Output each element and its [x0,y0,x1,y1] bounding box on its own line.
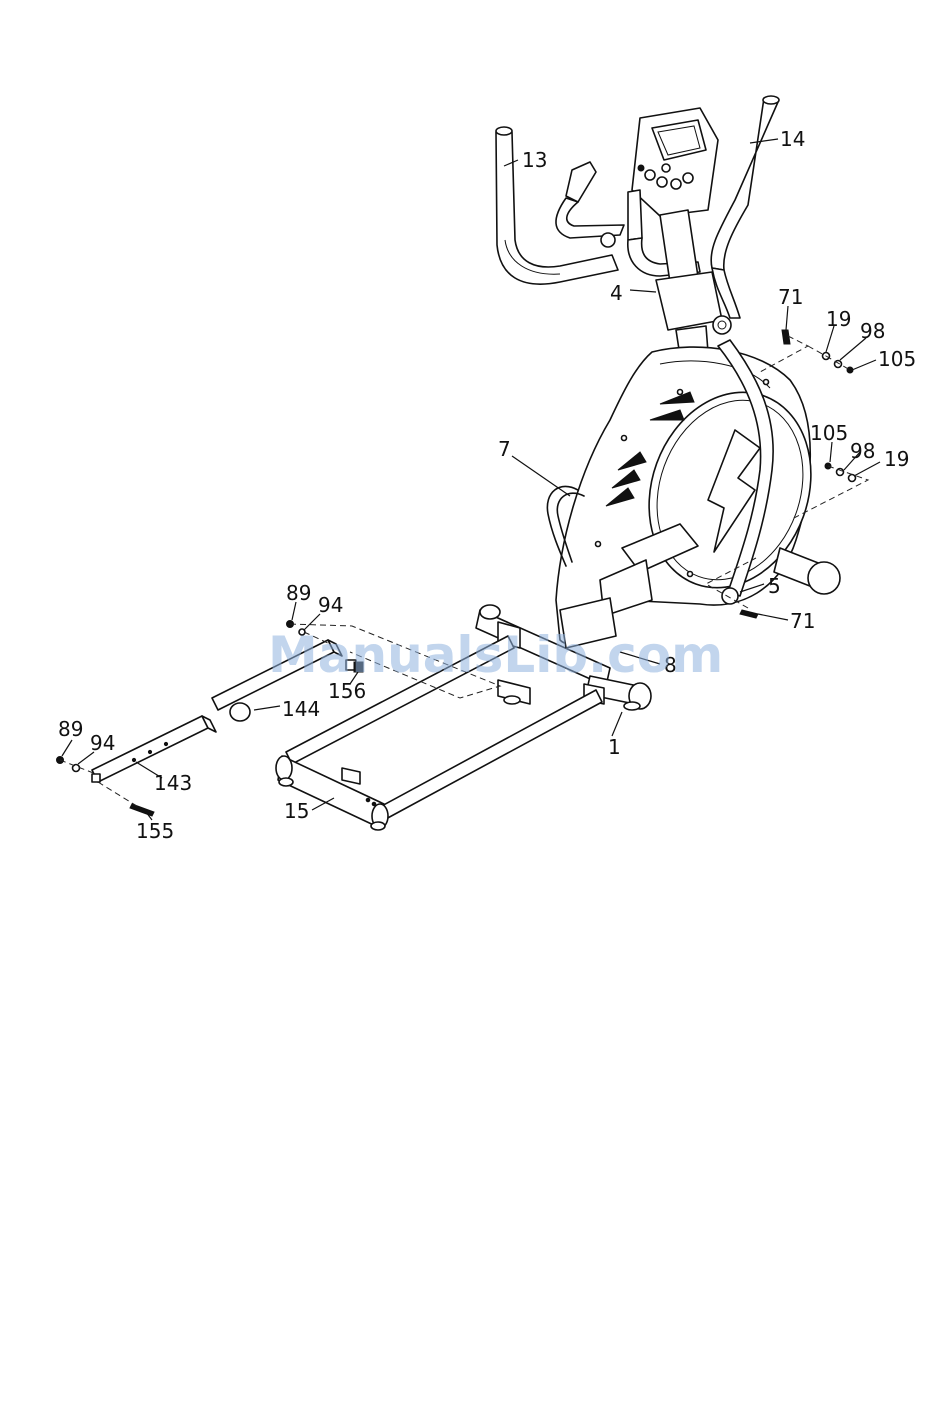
label-part-14: 14 [780,127,805,151]
label-part-89-top: 89 [286,581,311,605]
label-part-1: 1 [608,735,621,759]
label-part-19-top: 19 [826,307,851,331]
label-part-19-mid: 19 [884,447,909,471]
label-part-13: 13 [522,148,547,172]
label-part-71-top: 71 [778,285,803,309]
label-part-98-mid: 98 [850,439,875,463]
label-part-144: 144 [282,697,320,721]
label-part-98-top: 98 [860,319,885,343]
right-handlebar-part-14 [711,96,779,318]
label-part-105-top: 105 [878,347,916,371]
main-body-shroud [556,347,840,648]
label-part-15: 15 [284,799,309,823]
label-part-5: 5 [768,574,781,598]
console-display [632,108,718,216]
label-part-105-mid: 105 [810,421,848,445]
label-part-143: 143 [154,771,192,795]
label-part-7: 7 [498,437,511,461]
left-handlebar-part-13 [496,127,618,284]
label-part-4: 4 [610,281,623,305]
label-part-94-top: 94 [318,593,343,617]
watermark-text: ManualsLib.com [268,626,723,684]
label-part-155: 155 [136,819,174,843]
label-part-71-bottom: 71 [790,609,815,633]
label-part-94-bottom: 94 [90,731,115,755]
label-part-89-bottom: 89 [58,717,83,741]
